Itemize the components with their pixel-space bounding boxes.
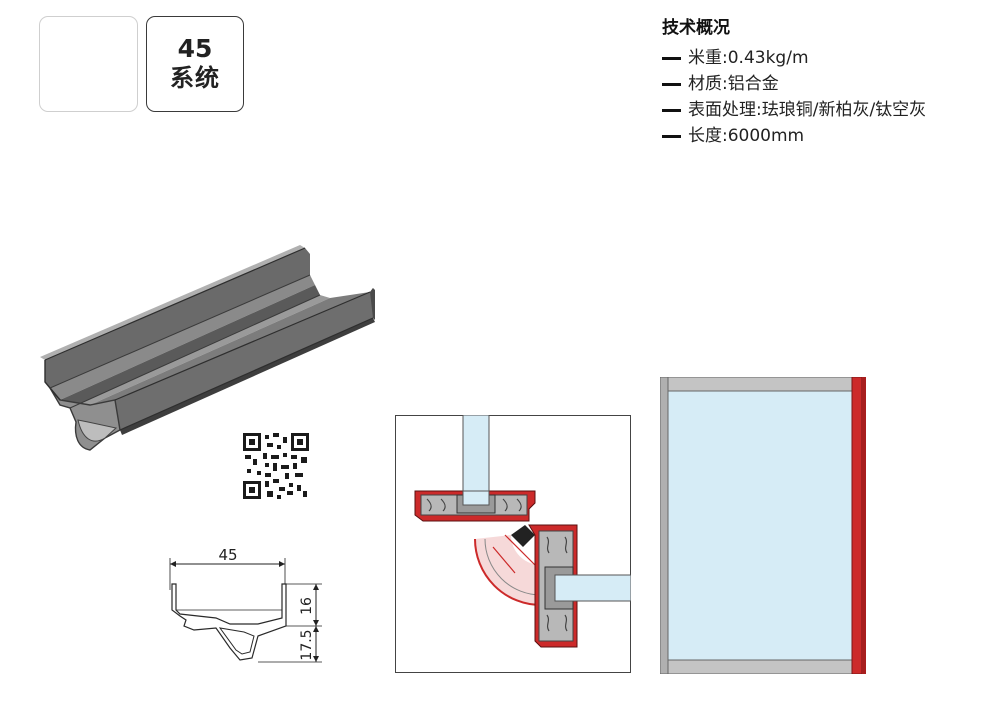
dash-icon (662, 57, 681, 60)
spec-finish-text: 表面处理:珐琅铜/新柏灰/钛空灰 (688, 100, 927, 120)
dash-icon (662, 135, 681, 138)
spec-item-finish: 表面处理:珐琅铜/新柏灰/钛空灰 (662, 97, 962, 123)
system-number: 45 (177, 34, 213, 63)
spec-title: 技术概况 (662, 18, 730, 38)
spec-item-material: 材质:铝合金 (662, 71, 982, 97)
spec-item-weight: 米重:0.43kg/m (662, 45, 982, 71)
profile-3d-render (40, 245, 375, 451)
system-label: 系统 (170, 64, 220, 92)
dash-icon (662, 109, 681, 112)
spec-material-text: 材质:铝合金 (688, 74, 779, 94)
dimension-top-height-label: 16 (299, 597, 315, 615)
blank-badge (39, 16, 138, 112)
dimension-bottom-height-label: 17.5 (299, 629, 315, 660)
spec-item-length: 长度:6000mm (662, 123, 982, 149)
system-badge: 45 系统 (146, 16, 244, 112)
qr-code-icon (243, 433, 309, 499)
section-dimension-drawing: 45 16 17.5 (169, 546, 322, 663)
dimension-width-label: 45 (218, 546, 237, 564)
spec-panel: 技术概况 米重:0.43kg/m 材质:铝合金 表面处理:珐琅铜/新柏灰/钛空灰… (662, 15, 982, 149)
dash-icon (662, 83, 681, 86)
corner-detail-drawing (395, 415, 631, 673)
spec-weight-text: 米重:0.43kg/m (688, 48, 809, 68)
spec-length-text: 长度:6000mm (688, 126, 805, 146)
panel-elevation-drawing (660, 377, 866, 674)
